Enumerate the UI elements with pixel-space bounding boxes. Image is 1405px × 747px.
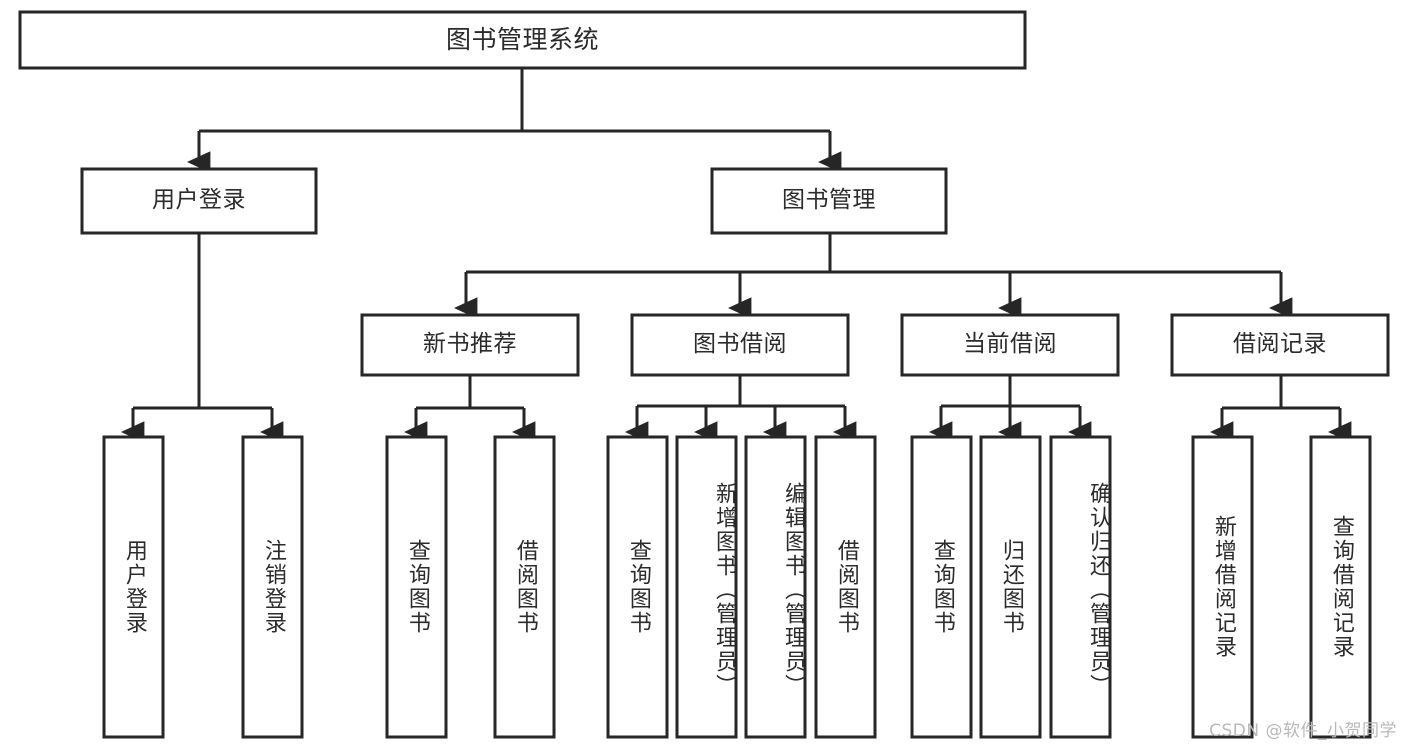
node-new-book-recommend-label: 新书推荐 (423, 331, 517, 358)
leaf-box-new-book-2[interactable] (493, 435, 556, 739)
leaf-label-user-login-2: 注销登录 (260, 539, 286, 635)
leaf-box-user-login-2[interactable] (241, 435, 304, 739)
node-current-borrow-box[interactable] (900, 313, 1120, 377)
leaf-box-current-borrow-2[interactable] (979, 435, 1042, 739)
node-borrow-record-box[interactable] (1170, 313, 1390, 377)
leaf-label-borrow-record-2: 查询借阅记录 (1328, 515, 1354, 659)
leaf-label-user-login-1: 用户登录 (121, 539, 147, 635)
leaf-label-book-borrow-1: 查询图书 (625, 539, 651, 635)
leaf-label-current-borrow-1: 查询图书 (929, 539, 955, 635)
node-new-book-recommend-box[interactable] (360, 313, 580, 377)
leaf-box-user-login-1[interactable] (102, 435, 165, 739)
leaf-label-book-borrow-2: 新增图书（管理员） (712, 482, 737, 698)
node-book-borrow-label: 图书借阅 (693, 331, 787, 358)
leaf-box-book-borrow-1[interactable] (606, 435, 669, 739)
node-book-manage-label: 图书管理 (782, 187, 876, 214)
leaf-label-new-book-1: 查询图书 (404, 539, 430, 635)
leaf-box-book-borrow-3[interactable] (744, 435, 807, 739)
leaf-box-new-book-1[interactable] (385, 435, 448, 739)
leaf-box-current-borrow-1[interactable] (910, 435, 973, 739)
leaf-label-borrow-record-1: 新增借阅记录 (1210, 515, 1236, 659)
leaf-label-book-borrow-3: 编辑图书（管理员） (781, 482, 806, 698)
leaf-label-book-borrow-4: 借阅图书 (833, 539, 859, 635)
leaf-box-borrow-record-1[interactable] (1191, 435, 1254, 739)
leaf-box-book-borrow-2[interactable] (675, 435, 738, 739)
leaf-box-current-borrow-3[interactable] (1049, 435, 1112, 739)
node-user-login-label: 用户登录 (152, 187, 246, 214)
node-book-borrow-box[interactable] (630, 313, 850, 377)
node-root-label: 图书管理系统 (445, 25, 599, 54)
watermark-text: CSDN @软件_小贺同学 (1209, 721, 1397, 741)
leaf-label-new-book-2: 借阅图书 (512, 539, 538, 635)
node-current-borrow-label: 当前借阅 (963, 331, 1057, 358)
node-root-box[interactable] (18, 10, 1027, 70)
leaf-box-borrow-record-2[interactable] (1309, 435, 1372, 739)
leaf-box-book-borrow-4[interactable] (814, 435, 877, 739)
leaf-label-current-borrow-3: 确认归还（管理员） (1086, 482, 1111, 698)
leaf-label-current-borrow-2: 归还图书 (998, 539, 1024, 635)
node-borrow-record-label: 借阅记录 (1233, 331, 1327, 358)
node-book-manage-box[interactable] (710, 167, 948, 235)
